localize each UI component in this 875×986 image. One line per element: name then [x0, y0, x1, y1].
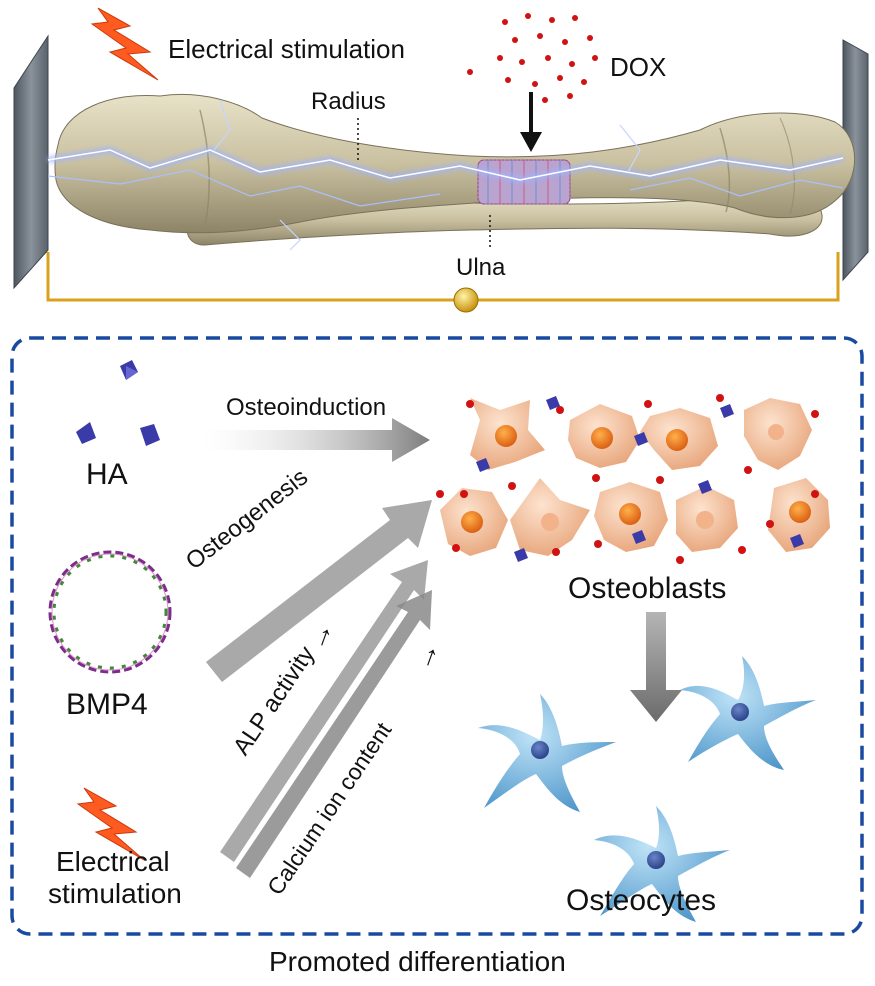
osteoblast-cell [568, 404, 640, 468]
scaffold-implant [477, 159, 571, 205]
differentiation-frame [10, 336, 864, 936]
osteoblast-cell [594, 482, 668, 552]
osteoblast-cell [510, 478, 590, 556]
electric-arcs [47, 99, 844, 251]
bmp4-plasmid-icon [48, 550, 172, 674]
caption: Promoted differentiation [269, 946, 566, 977]
bottom-electrical-label-line1: Electrical [56, 846, 170, 877]
osteoblast-cell [470, 398, 545, 470]
osteocytes-label: Osteocytes [566, 884, 717, 917]
radius-bone [54, 93, 856, 234]
osteoblast-cell [640, 408, 718, 470]
osteoinduction-arrow [202, 418, 430, 462]
osteoblast-cell [744, 398, 812, 470]
ha-label: HA [86, 458, 128, 491]
lightning-icon [90, 7, 159, 81]
dox-down-arrow [520, 92, 542, 152]
osteogenesis-arrow [206, 500, 432, 682]
dox-molecules [467, 13, 598, 103]
left-electrode-plate [13, 34, 49, 290]
differentiation-down-arrow [630, 612, 682, 722]
alp-arrow [220, 560, 428, 862]
lightning-icon-bottom [76, 787, 145, 861]
radius-label: Radius [311, 88, 386, 115]
dox-label: DOX [610, 52, 667, 82]
osteoblast-cell [440, 488, 508, 556]
bmp4-label: BMP4 [66, 688, 148, 721]
ulna-label: Ulna [456, 254, 506, 281]
ha-particles [476, 396, 804, 562]
right-electrode-plate [842, 39, 869, 282]
ha-crystals-icon [76, 360, 160, 446]
calcium-arrow [236, 590, 432, 878]
top-electrical-stimulation-label: Electrical stimulation [168, 34, 405, 64]
osteoblast-cell [676, 486, 738, 552]
osteocyte-cell [478, 694, 616, 812]
bottom-electrical-label-line2: stimulation [48, 878, 182, 909]
circuit-wire [46, 252, 840, 302]
light-bulb-icon [453, 287, 479, 313]
osteocyte-cell [594, 806, 730, 922]
osteoinduction-label: Osteoinduction [226, 394, 387, 421]
dox-particles [436, 394, 819, 564]
osteocyte-cell [680, 656, 816, 770]
osteoblasts-label: Osteoblasts [568, 572, 727, 605]
